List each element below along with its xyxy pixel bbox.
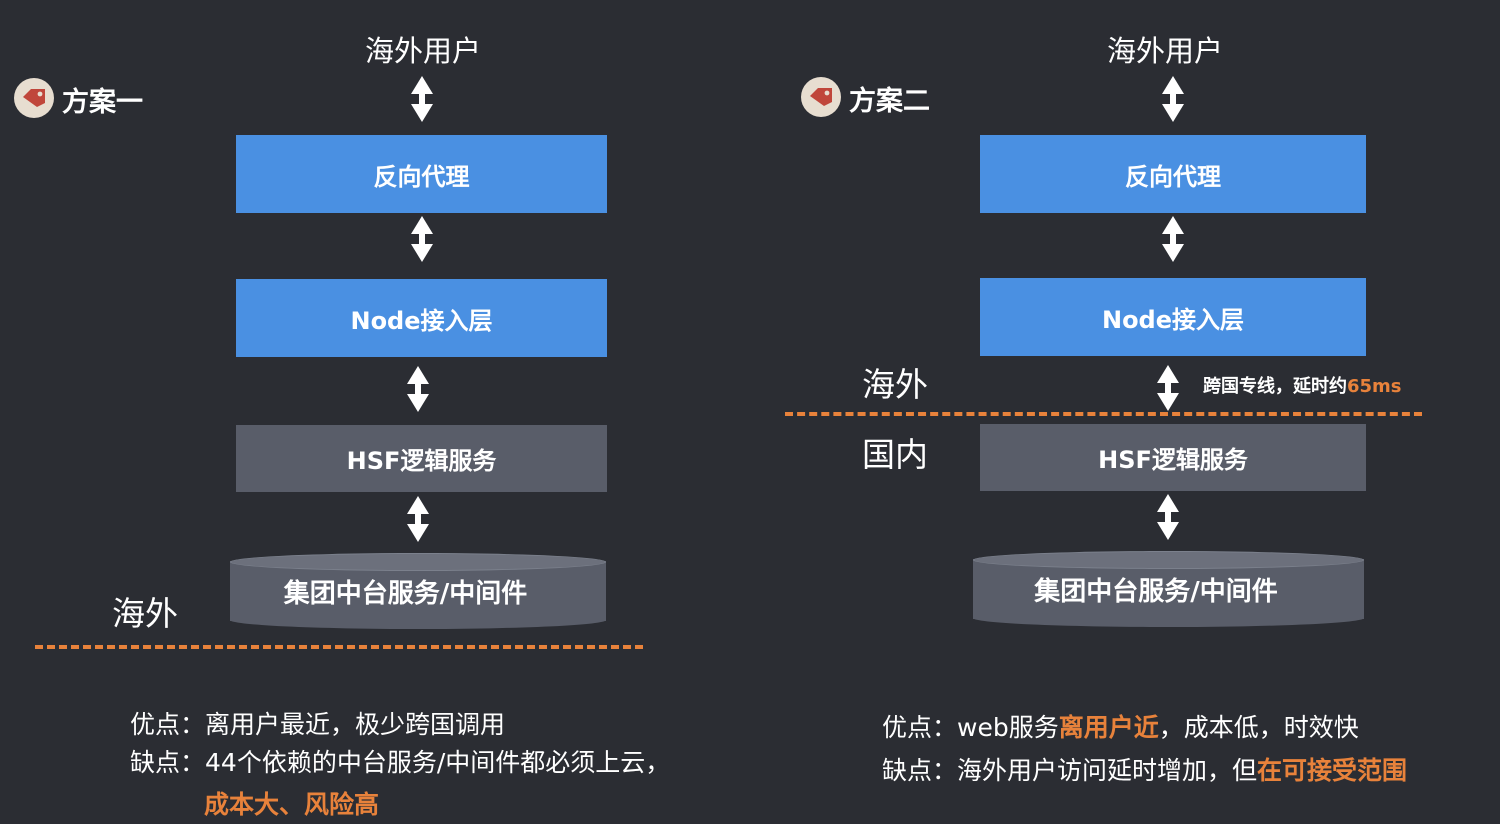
plan2-overseas-user: 海外用户 (1106, 34, 1223, 68)
plan1-middleware-cylinder: 集团中台服务/中间件 (230, 553, 606, 629)
plan2-middleware-cylinder: 集团中台服务/中间件 (973, 551, 1364, 627)
plan2-region-domestic: 国内 (862, 435, 928, 474)
plan1-region-divider (35, 645, 643, 649)
plan1-cons-text: 44个依赖的中台服务/中间件都必须上云， (205, 748, 671, 777)
plan2-middleware-label: 集团中台服务/中间件 (1034, 576, 1278, 607)
plan2-hsf-label: HSF逻辑服务 (1098, 446, 1248, 474)
plan2-reverse-proxy-label: 反向代理 (1125, 162, 1221, 191)
plan1-arrow-proxy-node (411, 216, 433, 262)
plan2-pros-text-a: web服务 (957, 713, 1059, 742)
plan1-cons: 缺点：44个依赖的中台服务/中间件都必须上云， (130, 743, 670, 779)
plan1-reverse-proxy-label: 反向代理 (373, 162, 470, 191)
plan1-label: 方案一 (62, 87, 143, 118)
plan1-node-layer-box: Node接入层 (236, 279, 607, 357)
plan2-pros: 优点：web服务离用户近，成本低，时效快 (882, 708, 1359, 744)
plan2-arrow-user-proxy (1162, 76, 1184, 122)
price-tag-icon (14, 78, 54, 118)
plan2-node-layer-box: Node接入层 (980, 278, 1366, 356)
plan2-link-note-prefix: 跨国专线，延时约 (1203, 376, 1347, 397)
plan1-cons-prefix: 缺点： (130, 748, 206, 777)
plan2-reverse-proxy-box: 反向代理 (980, 135, 1366, 213)
plan1-region-overseas: 海外 (112, 594, 178, 633)
plan2-pros-text-b: ，成本低，时效快 (1158, 713, 1359, 742)
price-tag-icon (801, 77, 841, 117)
plan2-cons: 缺点：海外用户访问延时增加，但在可接受范围 (882, 751, 1407, 787)
plan2-region-divider (785, 412, 1422, 416)
plan1-middleware-label: 集团中台服务/中间件 (283, 578, 528, 609)
plan2-arrow-proxy-node (1162, 216, 1184, 262)
plan2-pros-highlight: 离用户近 (1058, 713, 1159, 742)
plan1-overseas-user: 海外用户 (364, 34, 481, 68)
plan2-cons-prefix: 缺点： (882, 756, 958, 785)
plan2-cons-text: 海外用户访问延时增加，但 (957, 756, 1258, 785)
plan2-node-layer-label: Node接入层 (1101, 305, 1245, 334)
plan2-link-note-value: 65ms (1347, 376, 1402, 397)
plan2-hsf-box: HSF逻辑服务 (980, 424, 1366, 491)
plan1-hsf-label: HSF逻辑服务 (346, 447, 497, 475)
plan1-reverse-proxy-box: 反向代理 (236, 135, 607, 213)
plan1-hsf-box: HSF逻辑服务 (236, 425, 607, 492)
plan1-arrow-user-proxy (411, 76, 433, 122)
plan1-arrow-node-hsf (407, 366, 429, 412)
plan2-label: 方案二 (849, 86, 930, 117)
plan2-arrow-hsf-middleware (1157, 494, 1179, 540)
plan2-link-note: 跨国专线，延时约65ms (1203, 372, 1402, 398)
plan2-pros-prefix: 优点： (882, 713, 958, 742)
plan1-pros-text: 离用户最近，极少跨国调用 (205, 710, 506, 739)
plan2-cons-highlight: 在可接受范围 (1257, 756, 1408, 785)
plan2-region-overseas: 海外 (862, 365, 928, 404)
plan1-cons-highlight: 成本大、风险高 (204, 790, 380, 819)
plan1-pros-prefix: 优点： (130, 710, 206, 739)
plan1-arrow-hsf-middleware (407, 496, 429, 542)
plan1-node-layer-label: Node接入层 (350, 306, 493, 335)
plan1-pros: 优点：离用户最近，极少跨国调用 (130, 705, 505, 741)
